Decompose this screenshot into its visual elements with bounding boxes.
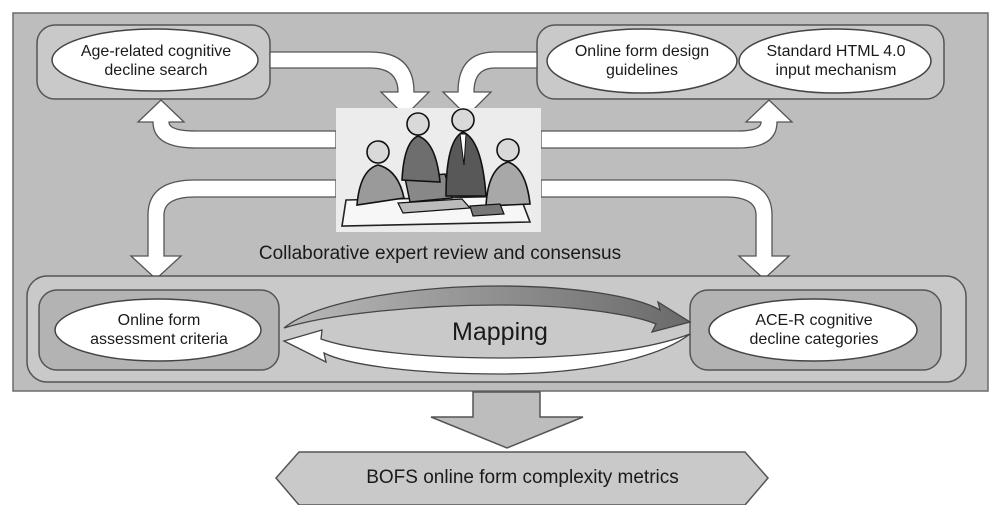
- design-guidelines-ellipse: [546, 28, 738, 94]
- assessment-label: Online form assessment criteria: [90, 311, 228, 348]
- design-guidelines-label: Online form design guidelines: [574, 42, 710, 79]
- arrow-review-to-age-related: [136, 99, 337, 149]
- mapping-arrow-left: [282, 329, 691, 375]
- age-related-label: Age-related cognitive decline search: [80, 42, 232, 79]
- people-meeting-illustration: [336, 108, 541, 232]
- review-caption: Collaborative expert review and consensu…: [258, 242, 622, 264]
- output-hexagon: [275, 451, 769, 505]
- ace-r-label: ACE-R cognitive decline categories: [749, 311, 879, 348]
- html-input-label: Standard HTML 4.0 input mechanism: [766, 42, 906, 79]
- html-input-ellipse: [738, 28, 932, 94]
- mapping-label: Mapping: [452, 318, 548, 346]
- ace-r-ellipse: [708, 298, 918, 362]
- arrow-review-to-guidelines: [540, 99, 794, 149]
- age-related-ellipse: [51, 28, 259, 92]
- output-arrow: [430, 391, 584, 449]
- assessment-ellipse: [54, 298, 262, 362]
- output-label: BOFS online form complexity metrics: [366, 466, 679, 488]
- mapping-arrow-right: [283, 285, 692, 333]
